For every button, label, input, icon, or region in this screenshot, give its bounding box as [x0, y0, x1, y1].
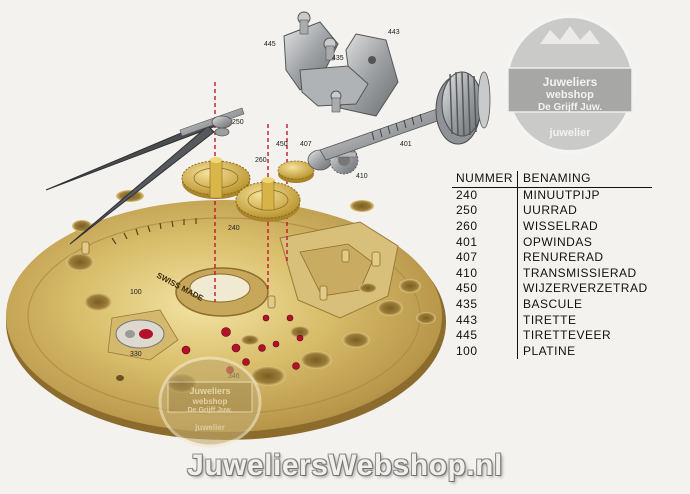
legend-row: 435 BASCULE	[452, 296, 652, 313]
gear-260	[235, 177, 301, 222]
legend-number: 410	[452, 265, 518, 282]
legend-name: RENURERAD	[523, 250, 604, 265]
legend-number: 250	[452, 203, 518, 219]
watermark-top-line1: Juweliers	[543, 75, 598, 89]
watermark-bottom-line4: juwelier	[194, 423, 225, 432]
legend-row: 407 RENURERAD	[452, 249, 652, 266]
label-410: 410	[356, 173, 368, 180]
winding-stem-401	[319, 71, 491, 161]
part-330-shape	[115, 319, 165, 349]
label-443: 443	[388, 29, 400, 36]
label-450: 450	[276, 141, 288, 148]
legend-row: 250 UURRAD	[452, 203, 652, 219]
legend-name: UURRAD	[523, 203, 578, 218]
gear-250	[181, 157, 251, 199]
legend-row: 443 TIRETTE	[452, 312, 652, 328]
legend-name: MINUUTPIJP	[523, 187, 600, 202]
legend-number: 260	[452, 218, 518, 235]
legend-name: WIJZERVERZETRAD	[523, 281, 648, 296]
watermark-badge-top: Juweliers webshop De Grijff Juw. juwelie…	[504, 14, 636, 154]
legend-number: 435	[452, 296, 518, 313]
part-labels: 445 443 435 401 250 260 450 407 410 240 …	[130, 29, 412, 380]
legend-number: 450	[452, 281, 518, 297]
legend-row: 410 TRANSMISSIERAD	[452, 265, 652, 282]
watermark-top-line3: De Grijff Juw.	[538, 102, 602, 113]
label-407: 407	[300, 141, 312, 148]
legend-number: 443	[452, 312, 518, 328]
legend-number: 445	[452, 327, 518, 344]
crown	[435, 71, 491, 145]
legend-row: 100 PLATINE	[452, 343, 652, 360]
legend-number: 407	[452, 249, 518, 266]
gear-450-407	[277, 149, 333, 183]
label-445: 445	[264, 41, 276, 48]
label-435: 435	[332, 55, 344, 62]
watermark-top-line4: juwelier	[549, 127, 592, 139]
legend-name: OPWINDAS	[523, 234, 593, 249]
legend-number: 401	[452, 234, 518, 250]
main-plate: SWISS MADE	[6, 190, 446, 440]
label-401: 401	[400, 141, 412, 148]
watermark-badge-bottom: Juweliers webshop De Grijff Juw. juwelie…	[158, 356, 262, 448]
watermark-bottom-line1: Juweliers	[189, 386, 230, 396]
legend-name: TRANSMISSIERAD	[523, 265, 637, 280]
label-330: 330	[130, 351, 142, 358]
legend-name: TIRETTEVEER	[523, 328, 612, 343]
label-100: 100	[130, 289, 142, 296]
legend-header-number: NUMMER	[452, 171, 518, 188]
label-250: 250	[232, 119, 244, 126]
legend-header-row: NUMMER BENAMING	[452, 171, 652, 188]
legend-row: 240 MINUUTPIJP	[452, 187, 652, 204]
bascule-435	[299, 65, 369, 113]
site-url-watermark: JuweliersWebshop.nl	[187, 449, 503, 482]
legend-number: 240	[452, 187, 518, 204]
legend-name: BASCULE	[523, 297, 583, 312]
hand-240	[45, 107, 245, 245]
watermark-bottom-line3: De Grijff Juw.	[188, 407, 233, 414]
legend-row: 445 TIRETTEVEER	[452, 327, 652, 344]
legend-row: 450 WIJZERVERZETRAD	[452, 281, 652, 297]
legend-name: TIRETTE	[523, 312, 577, 327]
legend-row: 401 OPWINDAS	[452, 234, 652, 250]
watermark-bottom-line2: webshop	[192, 397, 228, 406]
legend-row: 260 WISSELRAD	[452, 218, 652, 235]
legend-header-name: BENAMING	[517, 171, 652, 188]
legend-name: PLATINE	[523, 343, 576, 358]
watermark-top-line2: webshop	[545, 89, 594, 101]
label-240: 240	[228, 225, 240, 232]
legend-name: WISSELRAD	[523, 219, 599, 234]
label-260: 260	[255, 157, 267, 164]
legend-number: 100	[452, 343, 518, 360]
